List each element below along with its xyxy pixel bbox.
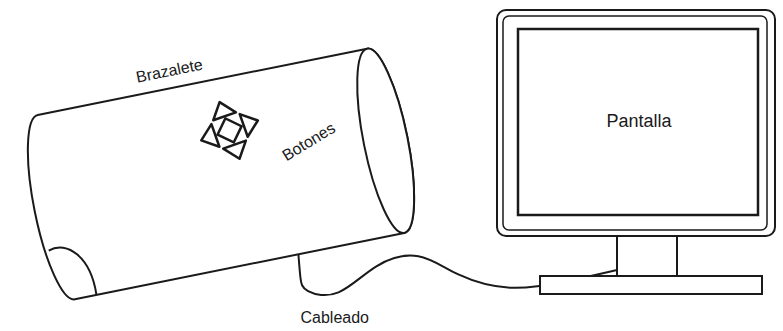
monitor-base — [540, 276, 762, 294]
monitor-screen — [518, 29, 758, 215]
arm-edge — [48, 242, 96, 303]
monitor-bezel — [503, 16, 767, 230]
screen-label: Pantalla — [607, 112, 672, 132]
monitor-neck — [617, 236, 677, 276]
button-pad — [191, 92, 268, 169]
monitor-display: Pantalla — [495, 8, 777, 296]
node-outline — [495, 8, 777, 296]
monitor-housing — [497, 10, 775, 236]
bracelet-body — [16, 44, 426, 303]
bracelet-opening — [346, 44, 426, 237]
bracelet-cylinder: BrazaleteBotones — [16, 44, 426, 303]
cable-label: Cableado — [298, 309, 373, 327]
part-name: Brazalete — [135, 56, 205, 87]
node-outline — [16, 44, 426, 303]
